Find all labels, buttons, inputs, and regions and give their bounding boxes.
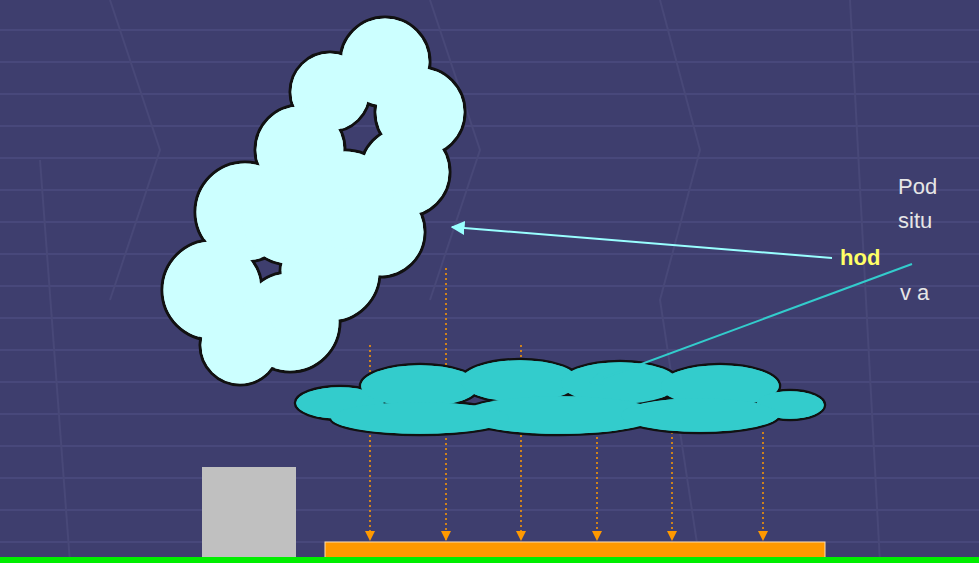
grid-line — [0, 477, 979, 479]
flat-cloud-fill — [296, 360, 824, 434]
grid-line — [0, 93, 979, 95]
cloud-lobe — [621, 398, 779, 432]
dotted-arrow — [596, 432, 598, 540]
leader-arrow — [590, 264, 912, 383]
cloud-lobe — [242, 167, 339, 264]
grid-slant — [40, 160, 70, 563]
tall-cloud-outline — [162, 17, 465, 385]
cloud-lobe — [202, 307, 279, 384]
grid-line — [0, 445, 979, 447]
grid-line — [0, 61, 979, 63]
grid-line — [0, 221, 979, 223]
grid-line — [0, 509, 979, 511]
grid-line — [0, 349, 979, 351]
slide-text: v a — [900, 280, 929, 306]
building — [202, 467, 296, 558]
grid-line — [0, 125, 979, 127]
background-grid — [0, 30, 979, 542]
leader-arrow — [452, 227, 832, 258]
tall-cloud-fill — [164, 19, 464, 384]
chevron — [660, 0, 700, 563]
highlight-text: hod — [840, 245, 880, 271]
background-chevrons — [40, 0, 880, 563]
slide-text: situ — [898, 208, 932, 234]
cloud-lobe — [361, 365, 479, 407]
flat-cloud-outline — [295, 359, 825, 435]
grid-line — [0, 285, 979, 287]
dotted-arrow — [762, 432, 764, 540]
dotted-arrow — [671, 432, 673, 540]
ground-line — [0, 557, 979, 563]
grid-line — [0, 157, 979, 159]
deposition-area — [325, 542, 825, 558]
grid-line — [0, 317, 979, 319]
cloud-lobe — [461, 360, 579, 402]
grid-line — [0, 29, 979, 31]
cloud-lobe — [331, 402, 509, 434]
slide-text: Pod — [898, 174, 937, 200]
chevron — [110, 0, 160, 300]
grid-line — [0, 253, 979, 255]
